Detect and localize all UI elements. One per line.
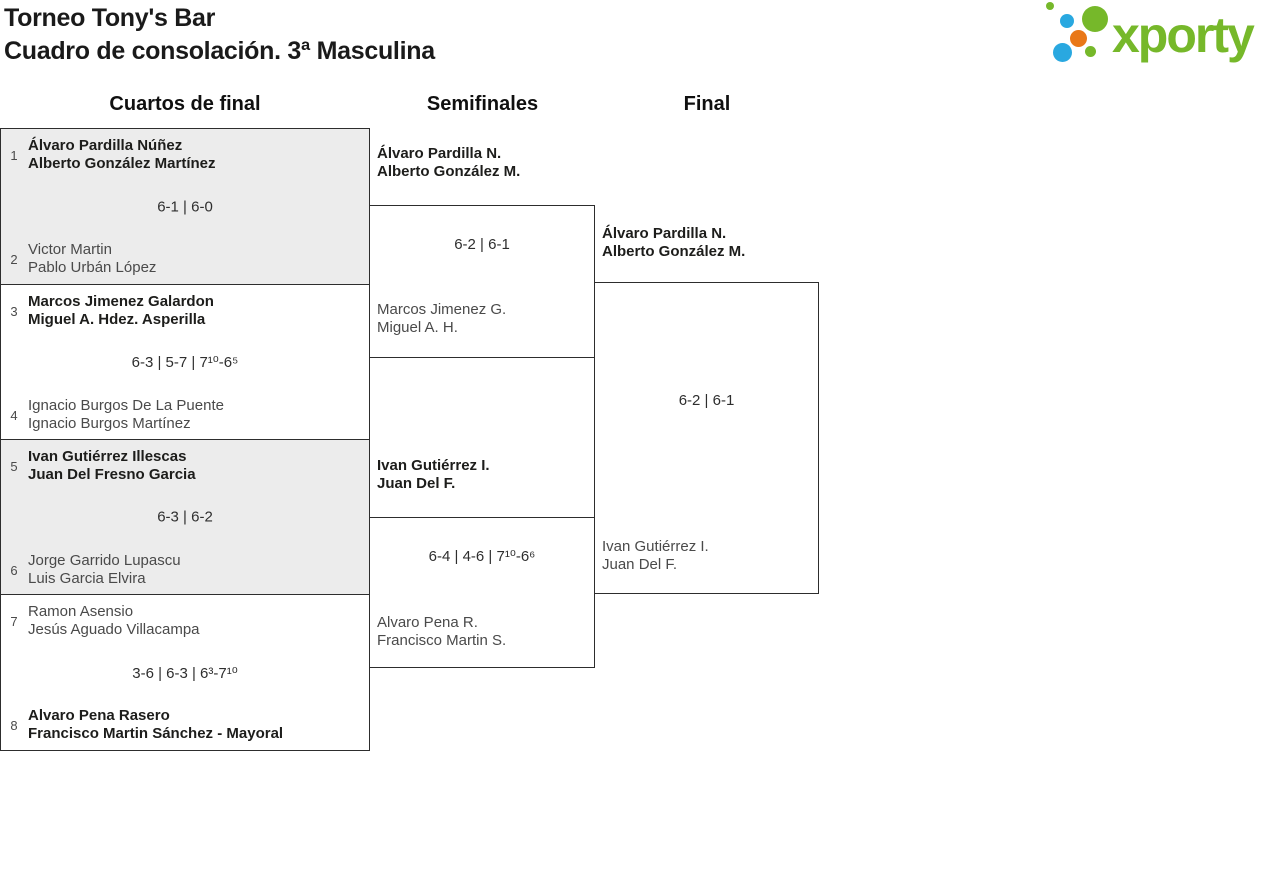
player-name: Ramon Asensio (28, 603, 134, 620)
team-entry: Marcos Jimenez G. Miguel A. H. (377, 301, 506, 337)
logo-dot-icon (1070, 30, 1087, 47)
match-quarterfinal-4: 7 Ramon Asensio Jesús Aguado Villacampa … (1, 595, 369, 750)
match-score: 6-4 | 4-6 | 7¹⁰-6⁶ (428, 548, 536, 565)
player-name: Álvaro Pardilla Núñez (28, 137, 183, 154)
team-entry: Marcos Jimenez Galardon Miguel A. Hdez. … (28, 293, 214, 329)
team-entry: Ivan Gutiérrez I. Juan Del F. (602, 538, 709, 574)
player-name: Alvaro Pena Rasero (28, 707, 170, 724)
match-semifinal-1-box (369, 205, 595, 358)
team-entry: Ivan Gutiérrez I. Juan Del F. (377, 457, 490, 493)
team-entry: Álvaro Pardilla N. Alberto González M. (602, 225, 745, 261)
logo-dot-icon (1060, 14, 1074, 28)
player-name: Álvaro Pardilla N. (602, 225, 727, 242)
round-header-semifinals: Semifinales (426, 93, 539, 115)
player-name: Francisco Martin Sánchez - Mayoral (28, 725, 284, 742)
player-name: Victor Martin (28, 241, 112, 258)
quarterfinals-column: 1 Álvaro Pardilla Núñez Alberto González… (0, 128, 370, 751)
bracket-subtitle: Cuadro de consolación. 3ª Masculina (4, 37, 435, 65)
logo-dot-icon (1082, 6, 1108, 32)
round-header-final: Final (683, 93, 731, 115)
team-entry: Ivan Gutiérrez Illescas Juan Del Fresno … (28, 448, 196, 484)
player-name: Juan Del F. (377, 475, 456, 492)
player-name: Alberto González Martínez (28, 155, 216, 172)
match-score: 3-6 | 6-3 | 6³-7¹⁰ (132, 664, 238, 682)
player-name: Ivan Gutiérrez I. (377, 457, 490, 474)
logo-dot-icon (1046, 2, 1054, 10)
match-quarterfinal-3: 5 Ivan Gutiérrez Illescas Juan Del Fresn… (1, 440, 369, 595)
player-name: Jorge Garrido Lupascu (28, 552, 181, 569)
player-name: Ignacio Burgos De La Puente (28, 397, 224, 414)
player-name: Alberto González M. (602, 243, 746, 260)
match-final-box (594, 282, 819, 594)
player-name: Ivan Gutiérrez I. (602, 538, 709, 555)
player-name: Luis Garcia Elvira (28, 570, 146, 587)
page-title: Torneo Tony's Bar Cuadro de consolación.… (4, 2, 435, 68)
team-entry: Ramon Asensio Jesús Aguado Villacampa (28, 603, 200, 639)
player-name: Juan Del Fresno Garcia (28, 466, 196, 483)
player-name: Pablo Urbán López (28, 259, 157, 276)
seed-number: 7 (10, 613, 18, 629)
logo-dot-icon (1085, 46, 1096, 57)
match-score: 6-3 | 5-7 | 7¹⁰-6⁵ (131, 354, 239, 371)
logo-dot-icon (1053, 43, 1072, 62)
seed-number: 1 (10, 147, 18, 163)
player-name: Jesús Aguado Villacampa (28, 621, 200, 638)
match-score: 6-3 | 6-2 (157, 508, 213, 526)
player-name: Marcos Jimenez Galardon (28, 293, 214, 310)
team-entry: Álvaro Pardilla Núñez Alberto González M… (28, 137, 216, 173)
player-name: Juan Del F. (602, 556, 678, 573)
team-entry: Alvaro Pena Rasero Francisco Martin Sánc… (28, 707, 283, 743)
tournament-name: Torneo Tony's Bar (4, 4, 216, 32)
team-entry: Jorge Garrido Lupascu Luis Garcia Elvira (28, 552, 181, 588)
player-name: Ignacio Burgos Martínez (28, 415, 191, 432)
match-quarterfinal-1: 1 Álvaro Pardilla Núñez Alberto González… (1, 129, 369, 285)
team-entry: Ignacio Burgos De La Puente Ignacio Burg… (28, 397, 224, 433)
match-score: 6-2 | 6-1 (678, 392, 735, 409)
seed-number: 4 (10, 407, 18, 423)
seed-number: 8 (10, 717, 18, 733)
player-name: Miguel A. Hdez. Asperilla (28, 311, 206, 328)
logo-wordmark: xporty (1112, 7, 1255, 63)
match-quarterfinal-2: 3 Marcos Jimenez Galardon Miguel A. Hdez… (1, 285, 369, 440)
match-score: 6-2 | 6-1 (454, 236, 510, 253)
match-score: 6-1 | 6-0 (157, 198, 213, 215)
seed-number: 5 (10, 458, 18, 474)
player-name: Marcos Jimenez G. (377, 301, 507, 318)
seed-number: 6 (10, 562, 18, 578)
player-name: Alberto González M. (377, 163, 521, 180)
seed-number: 3 (10, 303, 18, 319)
player-name: Alvaro Pena R. (377, 614, 478, 631)
player-name: Francisco Martin S. (377, 632, 507, 649)
player-name: Miguel A. H. (377, 319, 458, 336)
team-entry: Alvaro Pena R. Francisco Martin S. (377, 614, 506, 650)
round-header-quarterfinals: Cuartos de final (109, 93, 261, 115)
team-entry: Victor Martin Pablo Urbán López (28, 241, 156, 277)
team-entry: Álvaro Pardilla N. Alberto González M. (377, 145, 520, 181)
seed-number: 2 (10, 251, 18, 267)
player-name: Álvaro Pardilla N. (377, 145, 502, 162)
player-name: Ivan Gutiérrez Illescas (28, 448, 187, 465)
